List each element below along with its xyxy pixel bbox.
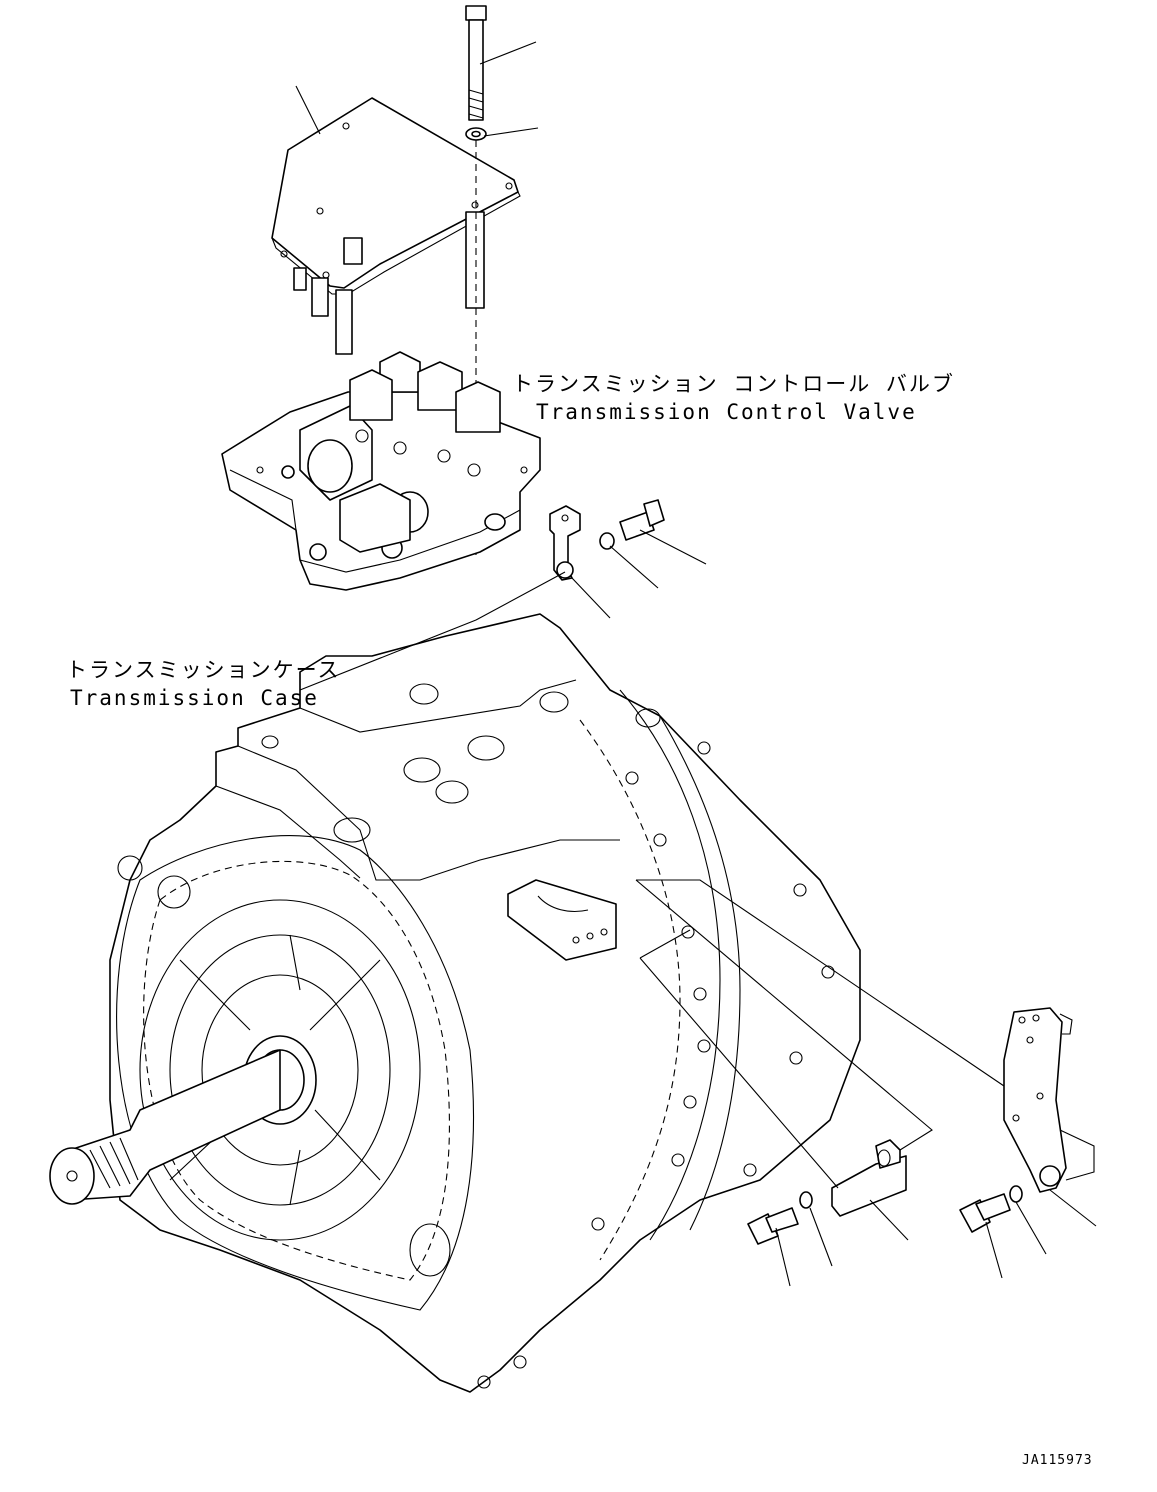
control-valve xyxy=(221,351,541,591)
small-washer xyxy=(599,532,615,550)
large-bracket xyxy=(1003,1007,1073,1193)
large-bracket-washer xyxy=(1009,1185,1023,1203)
medium-bracket-washer xyxy=(799,1191,813,1209)
medium-bracket-bolt xyxy=(747,1207,799,1245)
leader-lines xyxy=(295,41,1097,1287)
assembly-lines xyxy=(299,571,1095,1189)
cover-plate xyxy=(271,97,521,355)
small-bolt xyxy=(619,499,665,541)
case-label-jp: トランスミッションケース xyxy=(66,658,341,682)
small-bracket xyxy=(549,505,581,581)
control-valve-label-en: Transmission Control Valve xyxy=(536,400,917,424)
long-bolt xyxy=(465,5,487,121)
medium-bracket xyxy=(831,1139,907,1217)
large-bracket-bolt xyxy=(959,1193,1011,1233)
drawing-number: JA115973 xyxy=(1022,1453,1093,1468)
transmission-case xyxy=(49,613,861,1393)
case-label-en: Transmission Case xyxy=(70,686,319,710)
bolt-washer xyxy=(465,127,487,141)
control-valve-label-jp: トランスミッション コントロール バルブ xyxy=(512,372,955,396)
